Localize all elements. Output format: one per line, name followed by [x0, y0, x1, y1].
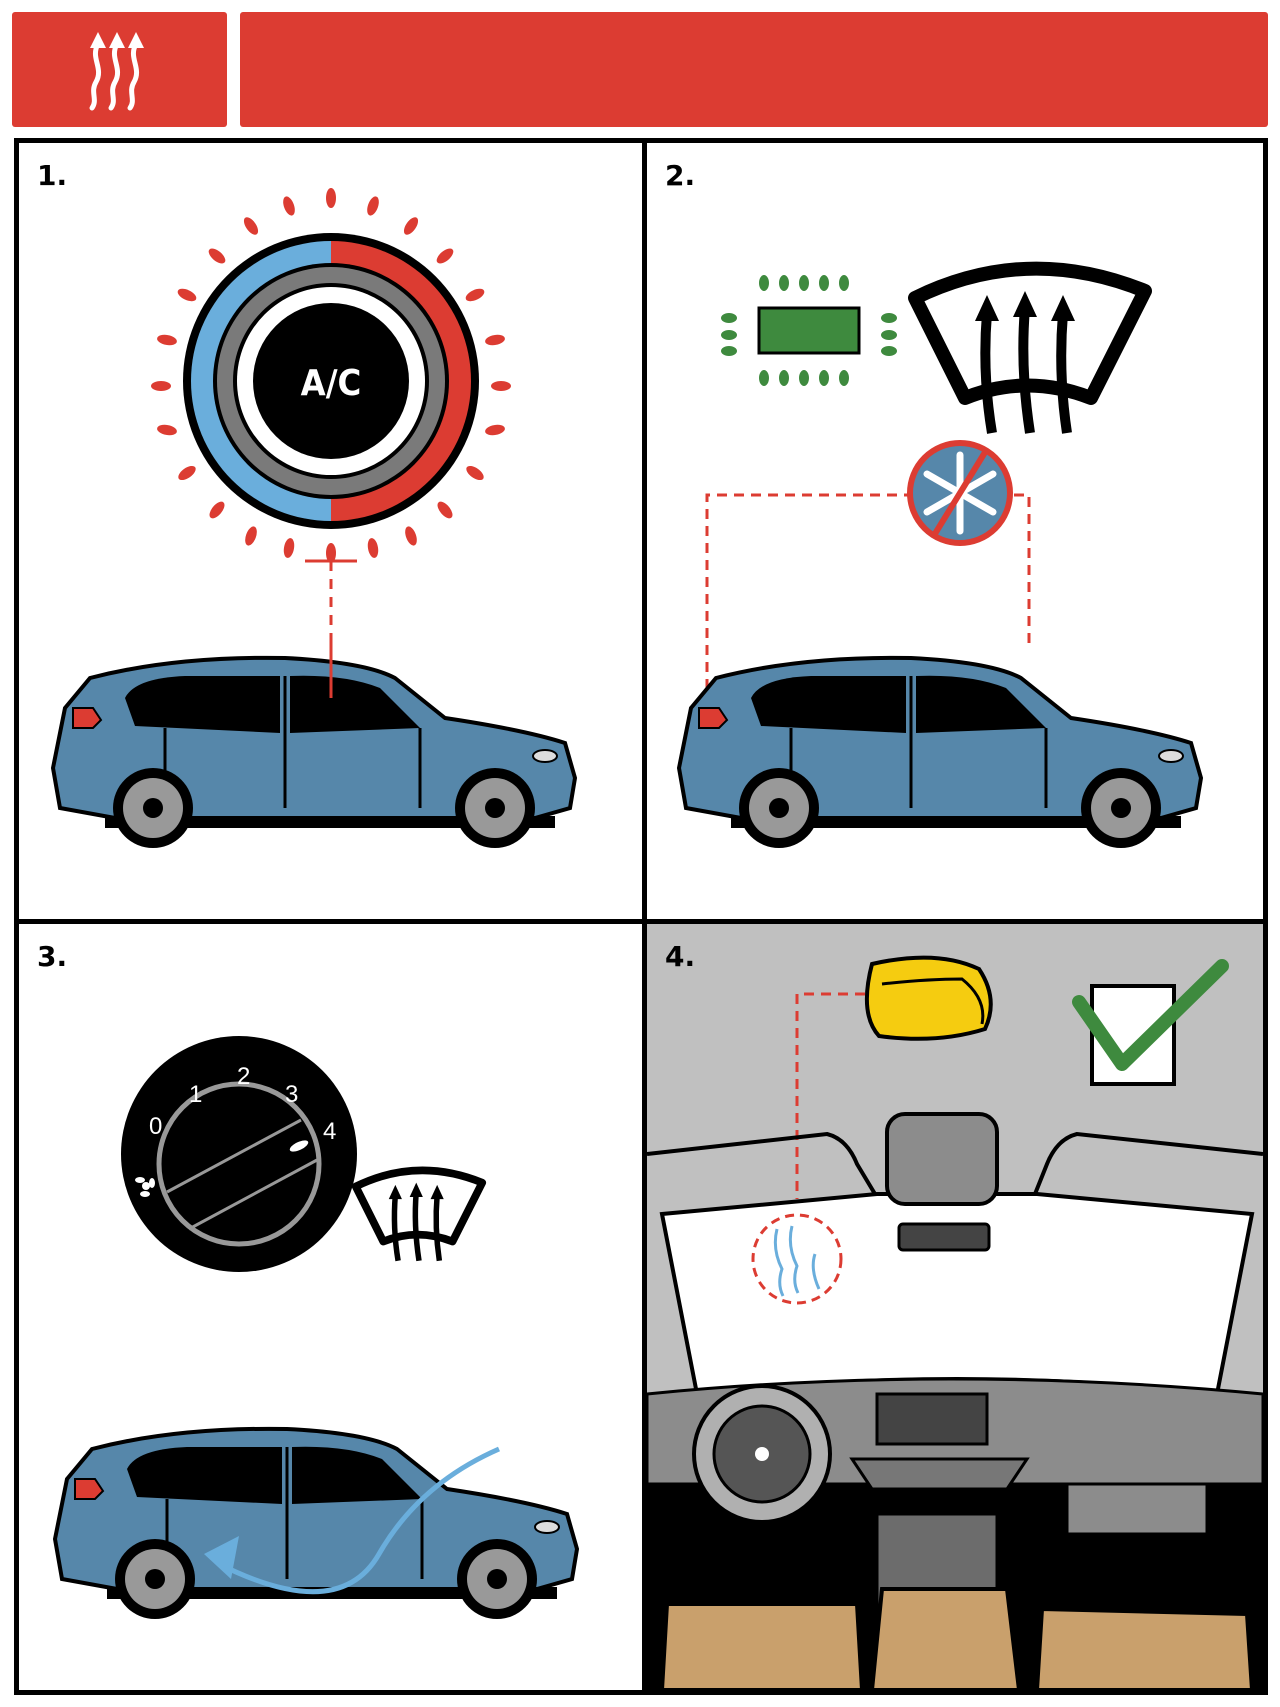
front-defrost-icon	[908, 261, 1152, 434]
horizontal-divider	[19, 919, 1263, 924]
wheel-front	[455, 768, 535, 848]
dashed-leader-lines	[705, 493, 1031, 723]
seats	[659, 1587, 1255, 1690]
suv-car	[676, 655, 1204, 848]
airflow-arrow	[204, 1446, 501, 1595]
interior-illustration	[647, 955, 1263, 1690]
dashed-leader-line	[795, 992, 865, 1199]
svg-text:0: 0	[149, 1113, 162, 1140]
step-number: 1.	[37, 159, 68, 192]
vertical-divider	[642, 143, 647, 1690]
defrost-illustration	[676, 261, 1204, 848]
suv-car	[52, 1426, 580, 1619]
rearview-mirror	[885, 1112, 999, 1252]
heat-rays	[151, 188, 511, 563]
step-number: 3.	[37, 940, 68, 973]
steering-wheel	[692, 1384, 832, 1524]
checkbox-checked-icon	[1072, 959, 1229, 1086]
suv-car	[50, 655, 578, 848]
front-defrost-icon	[351, 1166, 487, 1262]
header-icon-box	[12, 12, 227, 127]
no-snowflake-icon	[907, 440, 1013, 546]
step-number: 4.	[665, 940, 696, 973]
rear-defrost-icon	[721, 275, 897, 386]
sponge-icon	[864, 955, 993, 1041]
panel-4: 4.	[647, 924, 1263, 1690]
dashed-leader-line	[305, 559, 357, 661]
header-title-bar	[240, 12, 1268, 127]
svg-text:2: 2	[237, 1063, 250, 1090]
svg-text:3: 3	[285, 1081, 298, 1108]
panel-2: 2.	[647, 143, 1263, 919]
fan-icon	[135, 1177, 155, 1197]
panel-1: 1.	[19, 143, 642, 919]
panel-3: 3. 0 1 2 3 4	[19, 924, 642, 1690]
svg-text:4: 4	[323, 1118, 336, 1145]
svg-text:1: 1	[189, 1081, 202, 1108]
ac-illustration: A/C	[50, 188, 578, 848]
wheel-rear	[113, 768, 193, 848]
fan-speed-dial: 0 1 2 3 4	[121, 1036, 357, 1272]
svg-text:A/C: A/C	[301, 363, 362, 404]
step-number: 2.	[665, 159, 696, 192]
ac-button-icon: A/C	[183, 233, 479, 529]
heat-waves-arrows-icon	[89, 32, 144, 111]
fan-illustration: 0 1 2 3 4	[52, 1036, 580, 1619]
instruction-grid: 1.	[14, 138, 1268, 1695]
windshield-condensation-circle	[751, 1213, 843, 1305]
